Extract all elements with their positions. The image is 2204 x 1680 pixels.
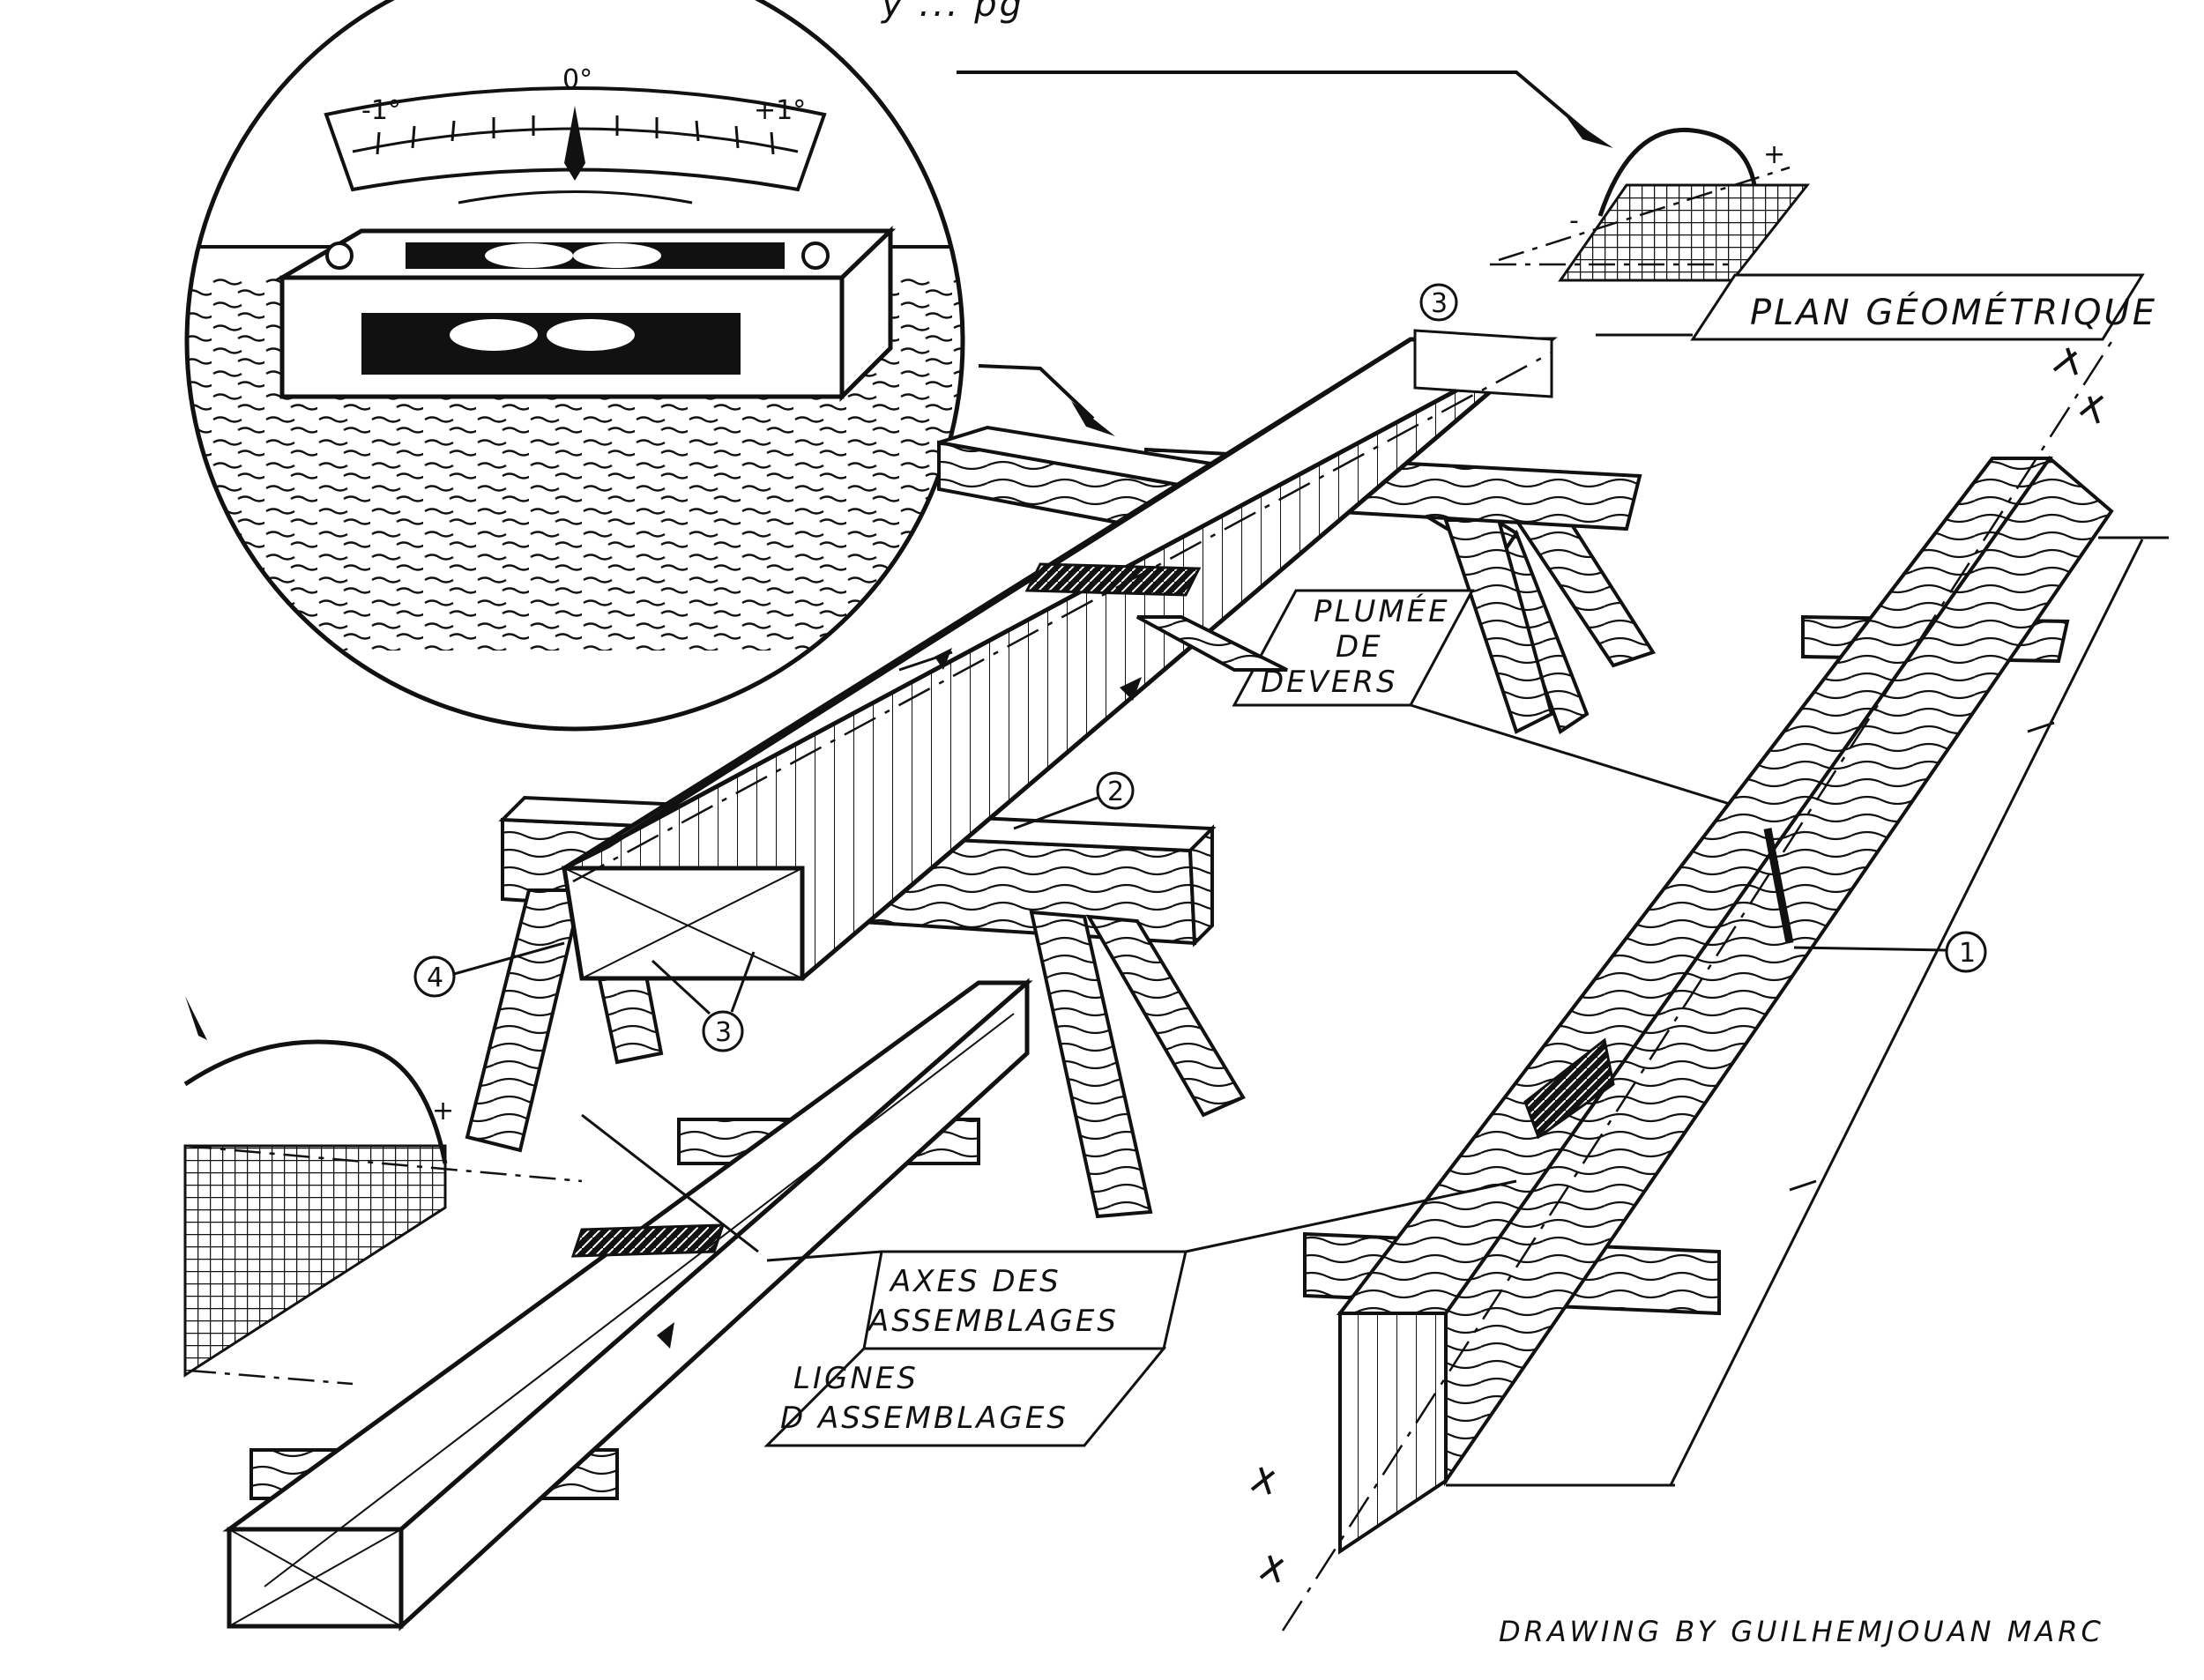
arrow-icon [934, 648, 952, 670]
page-header-fragment: y ... pg [881, 0, 1024, 25]
plan-geometrique-text: PLAN GÉOMÉTRIQUE [1750, 291, 2157, 333]
magnifier-detail: -1° 0° +1° [184, 0, 965, 732]
lignes-line-1: LIGNES [793, 1361, 919, 1396]
plumee-de-devers-label: PLUMÉE DE DEVERS [1232, 589, 1782, 821]
marker-2: 2 [1107, 777, 1124, 807]
plumee-line-1: PLUMÉE [1314, 593, 1450, 629]
plan-grid-square-bottom: + [183, 1039, 583, 1386]
wood-timber-right [1136, 334, 2118, 1632]
arrow-icon [657, 1322, 674, 1349]
arrow-icon [1120, 677, 1142, 701]
plus-marker-bottom: + [432, 1096, 454, 1126]
plus-marker: + [1763, 139, 1785, 170]
plan-geometrique-label: PLAN GÉOMÉTRIQUE [1596, 273, 2157, 341]
marker-4: 4 [427, 963, 443, 993]
axes-lignes-label: AXES DES ASSEMBLAGES LIGNES D ASSEMBLAGE… [581, 1113, 1517, 1447]
marker-3-top: 3 [1431, 288, 1448, 319]
gauge-minus-label: -1° [361, 95, 401, 126]
axes-line-1: AXES DES [889, 1264, 1061, 1299]
plumee-line-2: DE [1336, 629, 1383, 665]
minus-marker: - [1569, 205, 1579, 236]
spirit-level-icon [273, 226, 897, 403]
marker-3-bottom: 3 [715, 1017, 732, 1048]
lignes-line-2: D ASSEMBLAGES [780, 1401, 1068, 1436]
arrowhead-icon [185, 996, 207, 1040]
gauge-zero-label: 0° [562, 64, 592, 95]
hatched-beam [559, 329, 1558, 981]
gauge-plus-label: +1° [754, 95, 806, 126]
signature: DRAWING BY GUILHEMJOUAN MARC [1499, 1615, 2104, 1648]
plain-beam-bottom [222, 978, 1033, 1632]
arrowhead-icon [1565, 115, 1613, 148]
leader-arrows [957, 71, 1589, 420]
marker-1: 1 [1959, 938, 1976, 969]
axes-line-2: ASSEMBLAGES [867, 1304, 1119, 1339]
tie-mark-icons [1250, 347, 2104, 1583]
plan-grid-square-top: + - [1490, 127, 1811, 282]
angle-gauge: -1° 0° +1° [324, 64, 827, 204]
dimension-line [1446, 536, 2169, 1487]
arrowhead-icon [1071, 401, 1115, 436]
